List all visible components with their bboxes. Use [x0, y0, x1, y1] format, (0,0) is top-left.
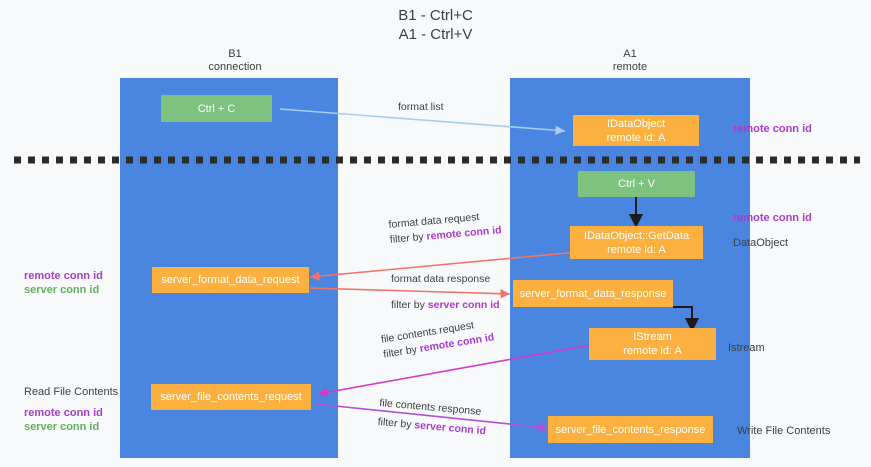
edge-label-format-list: format list [398, 101, 444, 113]
left-label-server-conn-id-2: server conn id [24, 421, 100, 433]
edge-label-group-file-contents-response: file contents response filter by server … [377, 396, 488, 439]
filter-prefix: filter by [377, 415, 415, 432]
filter-value: server conn id [413, 419, 487, 438]
edge-label-format-data-response-filter: filter by server conn id [391, 298, 500, 313]
right-label-remote-conn-id-mid: remote conn id [733, 212, 812, 224]
box-idataobject[interactable]: IDataObject remote id: A [573, 115, 699, 146]
box-ctrl-v[interactable]: Ctrl + V [578, 171, 695, 197]
column-header-a1-remote: A1 remote [612, 48, 648, 73]
diagram-title: B1 - Ctrl+C A1 - Ctrl+V [398, 7, 473, 43]
right-label-dataobject: DataObject [733, 237, 789, 249]
edge-label-format-data-response: format data response [391, 273, 491, 285]
right-label-istream: Istream [728, 342, 765, 354]
left-label-server-conn-id: server conn id [24, 284, 100, 296]
edge-label-group-format-data-response: format data response filter by server co… [391, 272, 500, 313]
left-label-remote-conn-id-2: remote conn id [24, 407, 103, 419]
edge-label-group-format-data-request: format data request filter by remote con… [388, 208, 502, 248]
box-istream[interactable]: IStream remote id: A [589, 328, 716, 360]
right-label-remote-conn-id-top: remote conn id [733, 123, 812, 135]
filter-prefix: filter by [389, 230, 428, 246]
edge-label-group-file-contents-request: file contents request filter by remote c… [380, 315, 495, 362]
box-server-file-contents-request[interactable]: server_file_contents_request [151, 384, 311, 410]
filter-prefix: filter by [391, 299, 428, 311]
filter-value: server conn id [427, 299, 500, 311]
right-label-write-file-contents: Write File Contents [737, 425, 831, 437]
box-idataobject-getdata[interactable]: IDataObject::GetData remote id: A [570, 226, 703, 259]
box-server-format-data-request[interactable]: server_format_data_request [152, 267, 309, 293]
left-label-remote-conn-id: remote conn id [24, 270, 103, 282]
column-header-b1-connection: B1 connection [208, 48, 262, 73]
box-server-format-data-response[interactable]: server_format_data_response [513, 280, 673, 307]
box-ctrl-c[interactable]: Ctrl + C [161, 95, 272, 122]
left-label-read-file-contents: Read File Contents [24, 386, 119, 398]
box-server-file-contents-response[interactable]: server_file_contents_response [548, 416, 713, 443]
